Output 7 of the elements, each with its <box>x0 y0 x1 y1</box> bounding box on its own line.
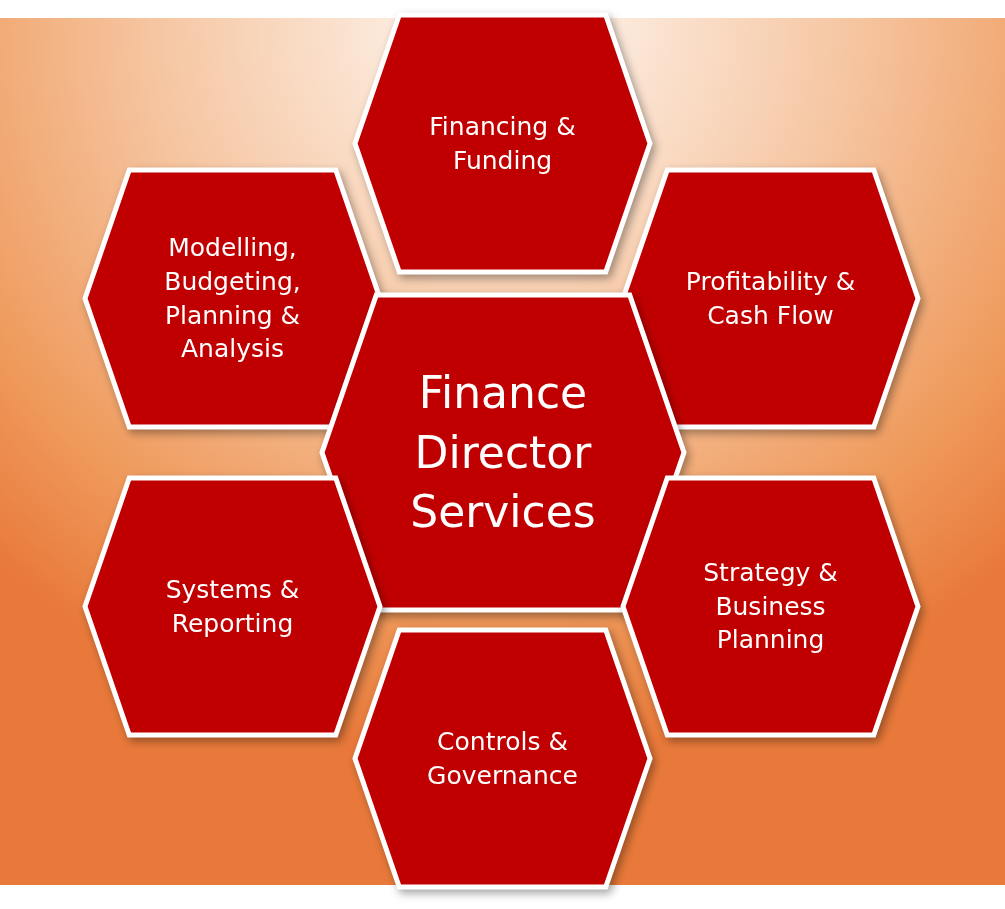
hexagon-label: Strategy & Business Planning <box>702 556 839 657</box>
hexagon-label: Financing & Funding <box>428 110 577 177</box>
hexagon-label: Modelling, Budgeting, Planning & Analysis <box>163 232 302 366</box>
hexagon-label: Finance Director Services <box>409 366 597 540</box>
hexagon-label: Profitability & Cash Flow <box>684 265 857 332</box>
hexagon-label: Controls & Governance <box>426 725 579 792</box>
hexagon-label: Systems & Reporting <box>164 573 301 640</box>
